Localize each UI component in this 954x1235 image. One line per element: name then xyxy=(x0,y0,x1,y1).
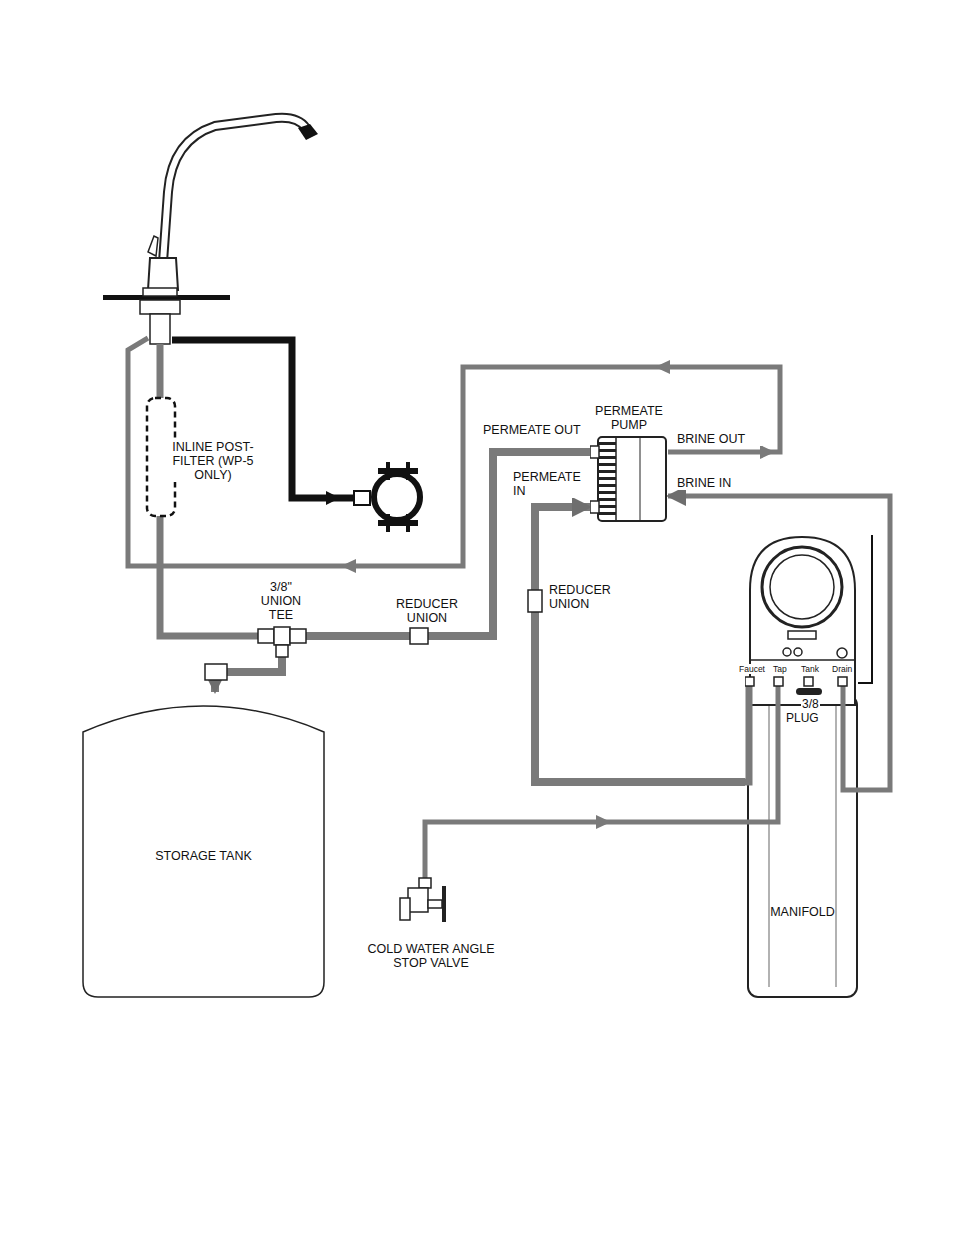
part-label: Drain xyxy=(831,664,853,674)
node-label: STORAGE TANK xyxy=(82,849,325,863)
part-label: Tap xyxy=(772,664,788,674)
storage-tank: STORAGE TANK xyxy=(82,692,325,998)
manifold-housing: MANIFOLD xyxy=(745,535,860,1000)
part-label: Tank xyxy=(800,664,820,674)
part-label: REDUCER UNION xyxy=(388,597,466,625)
part-label: BRINE IN xyxy=(676,476,762,490)
part-label: 3/8" UNION TEE xyxy=(252,580,310,622)
manifold-outline xyxy=(745,535,860,1000)
tank-outline xyxy=(82,692,325,998)
pump-body xyxy=(590,436,668,522)
part-label: PERMEATE IN xyxy=(512,470,586,498)
part-label: BRINE OUT xyxy=(676,432,762,446)
part-label: PERMEATE OUT xyxy=(482,423,588,437)
part-label: Faucet xyxy=(738,664,766,674)
part-label: REDUCER UNION xyxy=(548,583,626,611)
part-label: PLUG xyxy=(785,711,820,725)
part-label: COLD WATER ANGLE STOP VALVE xyxy=(360,942,502,970)
node-label: MANIFOLD xyxy=(745,905,860,919)
node-label: PERMEATE PUMP xyxy=(590,404,668,432)
tube-connector xyxy=(215,452,590,692)
part-label: 3/8 xyxy=(801,697,820,711)
part-label: INLINE POST-FILTER (WP-5 ONLY) xyxy=(168,440,258,482)
pump-unit: PERMEATE PUMP xyxy=(590,404,668,522)
tube-connector xyxy=(535,507,745,782)
